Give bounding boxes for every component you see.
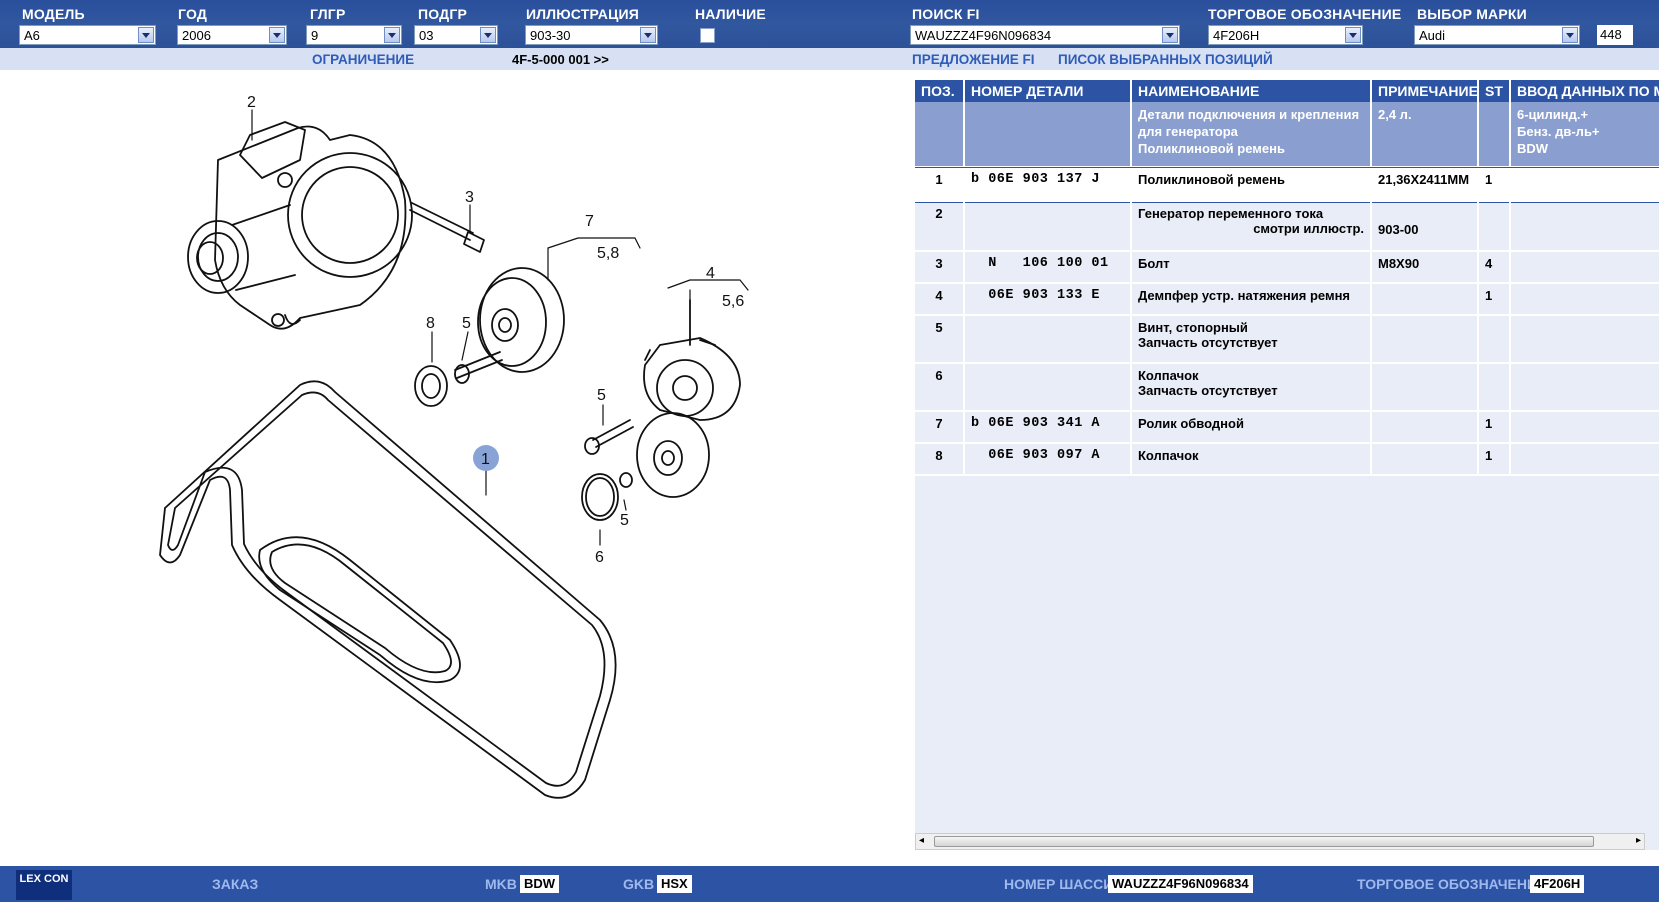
chevron-down-icon[interactable] (1562, 27, 1578, 43)
illustration-select[interactable]: 903-30 (525, 25, 658, 45)
chassis-label: НОМЕР ШАССИ (1004, 876, 1114, 892)
year-label: ГОД (178, 6, 208, 22)
trade-designation-footer-value: 4F206H (1530, 875, 1585, 893)
chevron-down-icon[interactable] (269, 27, 285, 43)
trade-designation-select[interactable]: 4F206H (1208, 25, 1363, 45)
callout-label[interactable]: 2 (247, 94, 256, 111)
callout-label[interactable]: 5,6 (722, 293, 744, 310)
availability-label: НАЛИЧИЕ (695, 6, 766, 22)
restriction-value[interactable]: 4F-5-000 001 >> (512, 52, 609, 67)
gkb-label: GKB (623, 876, 655, 892)
col-data-entry[interactable]: ВВОД ДАННЫХ ПО М (1517, 83, 1659, 99)
subgroup-label: ПОДГР (418, 6, 468, 22)
screw-drawing (454, 351, 503, 379)
col-note[interactable]: ПРИМЕЧАНИЕ (1372, 80, 1479, 102)
year-select[interactable]: 2006 (177, 25, 287, 45)
poly-v-belt-drawing (159, 380, 617, 799)
callout-label[interactable]: 5 (597, 387, 606, 404)
group-name-line: Поликлиновой ремень (1138, 141, 1285, 156)
group-header-row: Детали подключения и крепления для генер… (915, 102, 1659, 168)
callout-label[interactable]: 4 (706, 265, 715, 282)
tensioner-roller-drawing (636, 412, 710, 498)
group-name-line: Детали подключения и крепления (1138, 107, 1360, 122)
chevron-down-icon[interactable] (138, 27, 154, 43)
subgroup-select[interactable]: 03 (414, 25, 498, 45)
availability-checkbox[interactable] (700, 28, 715, 43)
col-pos[interactable]: ПОЗ. (915, 80, 965, 102)
selected-list-link[interactable]: ПИСОК ВЫБРАННЫХ ПОЗИЦИЙ (1058, 52, 1273, 67)
scrollbar-thumb[interactable] (934, 836, 1594, 847)
lexcom-logo: LEX CON (16, 870, 72, 900)
table-horizontal-scrollbar[interactable]: ◂ ▸ (915, 833, 1645, 850)
group-data-line: BDW (1517, 141, 1549, 156)
callout-label[interactable]: 5,8 (597, 245, 619, 262)
mkb-label: MKB (485, 876, 517, 892)
vin-search-select[interactable]: WAUZZZ4F96N096834 (910, 25, 1180, 45)
cap-drawing (581, 473, 619, 521)
chevron-down-icon[interactable] (480, 27, 496, 43)
brand-select-label: ВЫБОР МАРКИ (1417, 6, 1527, 22)
group-data-line: 6-цилинд.+ (1517, 107, 1589, 122)
callout-label[interactable]: 3 (465, 189, 474, 206)
parts-illustration: 1 2 3 4 5,6 5 5 5 6 7 5,8 8 (159, 94, 749, 799)
washer-drawing (414, 365, 448, 407)
table-row[interactable]: 2 Генератор переменного тока смотри иллю… (915, 202, 1659, 252)
table-row[interactable]: 8 06E 903 097 A Колпачок 1 (915, 444, 1659, 476)
result-count: 448 (1597, 25, 1633, 45)
main-group-label: ГЛГР (310, 6, 346, 22)
see-illustration-text[interactable]: смотри иллюстр. (1253, 221, 1364, 236)
scroll-left-icon[interactable]: ◂ (919, 835, 925, 846)
table-row[interactable]: 4 06E 903 133 E Демпфер устр. натяжения … (915, 284, 1659, 316)
vin-search-label: ПОИСК FI (912, 6, 980, 22)
footer-bar: ЗАКАЗ MKB BDW GKB HSX НОМЕР ШАССИ WAUZZZ… (0, 866, 1659, 902)
belt-tensioner-drawing (643, 299, 741, 421)
chassis-value: WAUZZZ4F96N096834 (1108, 875, 1253, 893)
group-data-line: Бенз. дв-ль+ (1517, 124, 1600, 139)
callout-label[interactable]: 7 (585, 213, 594, 230)
callout-label[interactable]: 5 (462, 315, 471, 332)
col-part-number[interactable]: НОМЕР ДЕТАЛИ (965, 80, 1132, 102)
col-name[interactable]: НАИМЕНОВАНИЕ (1132, 80, 1372, 102)
scroll-right-icon[interactable]: ▸ (1635, 835, 1641, 846)
callout-label[interactable]: 6 (595, 549, 604, 566)
col-st[interactable]: ST (1479, 80, 1511, 102)
mkb-value: BDW (520, 875, 560, 893)
table-row[interactable]: 3 N 106 100 01 Болт M8X90 4 (915, 252, 1659, 284)
model-select[interactable]: A6 (19, 25, 156, 45)
group-name-line: для генератора (1138, 124, 1238, 139)
parts-table: ПОЗ. НОМЕР ДЕТАЛИ НАИМЕНОВАНИЕ ПРИМЕЧАНИ… (915, 80, 1659, 850)
gkb-value: HSX (657, 875, 692, 893)
callout-label[interactable]: 8 (426, 315, 435, 332)
main-group-select[interactable]: 9 (306, 25, 402, 45)
chevron-down-icon[interactable] (384, 27, 400, 43)
chevron-down-icon[interactable] (1345, 27, 1361, 43)
selected-callout-marker[interactable] (473, 445, 499, 471)
callout-label[interactable]: 1 (481, 451, 490, 468)
group-note: 2,4 л. (1372, 102, 1479, 166)
table-row[interactable]: 7 b 06E 903 341 A Ролик обводной 1 (915, 412, 1659, 444)
callout-label[interactable]: 5 (620, 512, 629, 529)
illustration-label: ИЛЛЮСТРАЦИЯ (526, 6, 640, 22)
sub-bar: ОГРАНИЧЕНИЕ 4F-5-000 001 >> ПРЕДЛОЖЕНИЕ … (0, 48, 1659, 70)
trade-designation-footer-label: ТОРГОВОЕ ОБОЗНАЧЕНИЕ (1357, 876, 1547, 892)
idler-roller-drawing (477, 267, 565, 373)
fi-offer-link[interactable]: ПРЕДЛОЖЕНИЕ FI (912, 52, 1035, 67)
bolt-drawing (409, 202, 485, 253)
order-link[interactable]: ЗАКАЗ (212, 876, 259, 892)
restriction-link[interactable]: ОГРАНИЧЕНИЕ (312, 52, 415, 67)
brand-select[interactable]: Audi (1414, 25, 1580, 45)
alternator-drawing (187, 121, 413, 330)
table-header: ПОЗ. НОМЕР ДЕТАЛИ НАИМЕНОВАНИЕ ПРИМЕЧАНИ… (915, 80, 1659, 102)
table-row[interactable]: 6 Колпачок Запчасть отсутствует (915, 364, 1659, 412)
callout-labels: 1 2 3 4 5,6 5 5 5 6 7 5,8 8 (247, 94, 744, 566)
chevron-down-icon[interactable] (640, 27, 656, 43)
table-row[interactable]: 1 b 06E 903 137 J Поликлиновой ремень 21… (915, 167, 1659, 203)
table-row[interactable]: 5 Винт, стопорный Запчасть отсутствует (915, 316, 1659, 364)
chevron-down-icon[interactable] (1162, 27, 1178, 43)
trade-designation-label: ТОРГОВОЕ ОБОЗНАЧЕНИЕ (1208, 6, 1402, 22)
model-label: МОДЕЛЬ (22, 6, 85, 22)
top-filter-bar: МОДЕЛЬ ГОД ГЛГР ПОДГР ИЛЛЮСТРАЦИЯ НАЛИЧИ… (0, 0, 1659, 48)
